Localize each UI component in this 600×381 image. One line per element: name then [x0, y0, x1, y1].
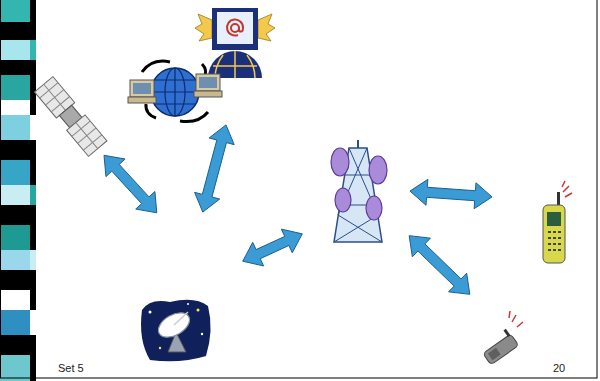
icon-group [141, 300, 211, 362]
stripe-block [0, 140, 30, 160]
stripe-block [0, 205, 30, 225]
dish-feed [174, 312, 188, 325]
computer-base [128, 97, 156, 103]
stripe-block [0, 100, 30, 115]
star [159, 347, 161, 349]
internet-icon [120, 60, 240, 122]
antenna [503, 329, 510, 337]
globe-grid [151, 68, 199, 116]
dish [154, 308, 193, 342]
stripe-block [0, 185, 30, 205]
icon-graphic [38, 80, 102, 155]
stripe-block [0, 115, 30, 140]
stripe-block [0, 40, 30, 60]
stripe-block [0, 290, 30, 310]
antenna [357, 140, 359, 148]
icon-graphic [120, 60, 240, 122]
stripe-block [0, 60, 30, 75]
stripe-block [30, 310, 36, 335]
computer-screen [133, 83, 151, 94]
icon-group [128, 61, 222, 121]
antenna [557, 192, 560, 206]
at-sign [231, 24, 239, 32]
page-number: 20 [553, 362, 565, 375]
double-arrow [243, 229, 303, 266]
stripe-block [0, 22, 30, 40]
solar-panel [67, 115, 107, 156]
icon-group [195, 8, 275, 78]
stripe-block [0, 270, 30, 290]
at-sign [227, 20, 243, 36]
double-arrow [410, 179, 492, 208]
stripe-block [30, 40, 36, 60]
stripe-edge [30, 0, 36, 381]
icon-graphic [495, 180, 575, 275]
phone-body [543, 205, 565, 263]
computer [130, 80, 154, 97]
stripe-block [0, 75, 30, 100]
icon-group [35, 77, 107, 157]
stripe-block [0, 355, 30, 381]
icon-graphic [305, 140, 407, 245]
antenna-dish [331, 148, 349, 176]
stripe-block [0, 0, 30, 22]
email-icon [200, 5, 270, 80]
signal-marks [562, 181, 572, 197]
stripe-block [30, 250, 36, 270]
antenna-dish [335, 188, 351, 212]
flip-phone-icon [472, 295, 532, 377]
side-stripe [0, 0, 36, 381]
wing [258, 14, 275, 41]
panel-grid [67, 115, 107, 156]
computer [196, 74, 220, 91]
computer-screen [199, 77, 217, 88]
double-arrow [104, 155, 157, 213]
globe [151, 68, 199, 116]
double-arrow [195, 125, 235, 212]
flip-phone [479, 328, 519, 365]
star [187, 303, 189, 305]
slide-set-label: Set 5 [58, 362, 84, 375]
phone-keypad [548, 232, 561, 250]
wing [195, 14, 212, 41]
stripe-block [30, 115, 36, 140]
phone-body [483, 334, 519, 365]
antenna-dish [369, 156, 387, 184]
signal-marks [509, 311, 523, 327]
satellite [35, 77, 107, 157]
stripe-block [0, 310, 30, 335]
star [149, 311, 152, 314]
cell-tower-icon [305, 140, 407, 245]
stripe-block [0, 250, 30, 270]
stripe-block [0, 225, 30, 250]
antenna-dish [366, 196, 382, 220]
icon-graphic [472, 295, 532, 377]
icon-group [331, 140, 387, 242]
phone-screen [488, 348, 501, 360]
icon-graphic [135, 215, 240, 365]
night-sky [141, 300, 211, 362]
mobile-phone-icon [495, 180, 575, 275]
satellite-icon [38, 80, 102, 155]
swoosh [146, 104, 156, 118]
stripe-block [0, 160, 30, 185]
screen [217, 12, 253, 44]
phone-screen [547, 212, 561, 226]
screen-frame [212, 8, 258, 50]
icon-group [479, 311, 523, 365]
computer-base [194, 91, 222, 97]
stripe-block [0, 335, 30, 355]
star [197, 309, 200, 312]
ground-station-icon [135, 215, 240, 365]
icon-group [543, 181, 572, 263]
stripe-block [30, 185, 36, 205]
icon-graphic [200, 5, 270, 80]
star [201, 333, 203, 335]
double-arrow [409, 236, 470, 295]
